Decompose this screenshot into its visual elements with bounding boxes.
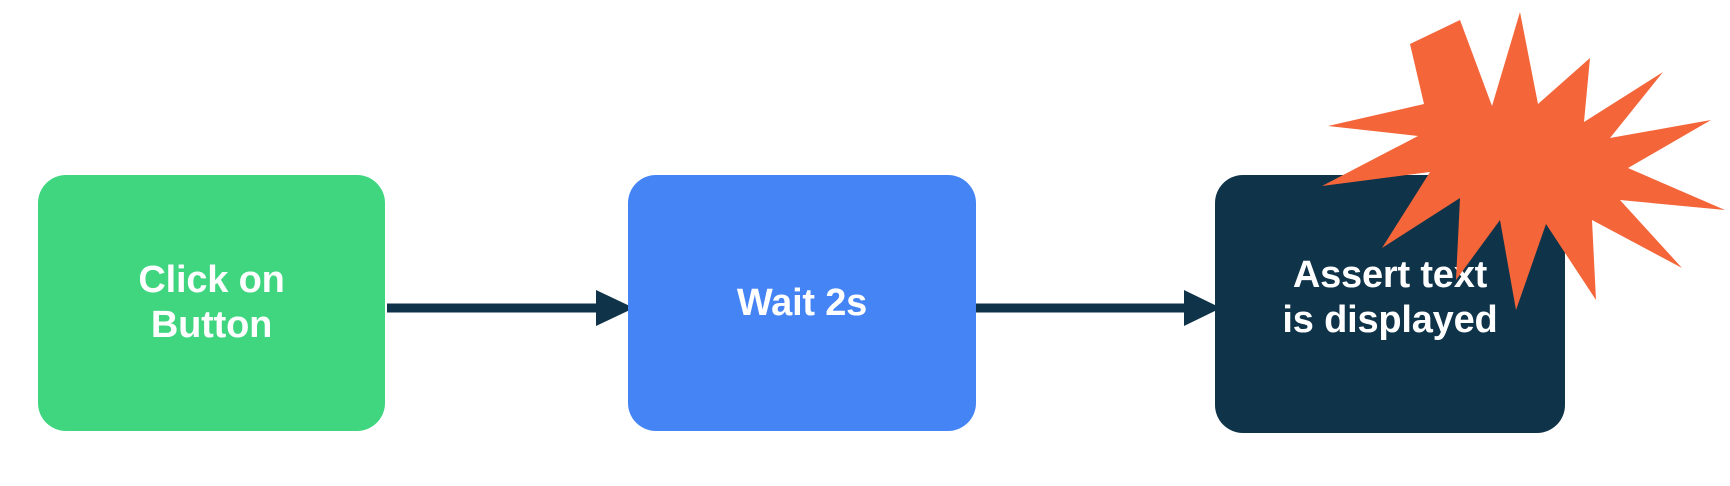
- node-label: Assert text is displayed: [1282, 254, 1498, 341]
- arrowhead-icon: [1184, 290, 1221, 326]
- node-wait-2s[interactable]: Wait 2s: [628, 175, 976, 431]
- node-click-on-button[interactable]: Click on Button: [38, 175, 385, 431]
- connector-wait-to-assert: [974, 290, 1221, 326]
- node-assert-text-is-displayed[interactable]: Assert text is displayed: [1215, 175, 1565, 433]
- node-label: Click on Button: [138, 259, 285, 346]
- connector-click-to-wait: [387, 290, 634, 326]
- node-label: Wait 2s: [736, 281, 868, 324]
- arrowhead-icon: [596, 290, 634, 326]
